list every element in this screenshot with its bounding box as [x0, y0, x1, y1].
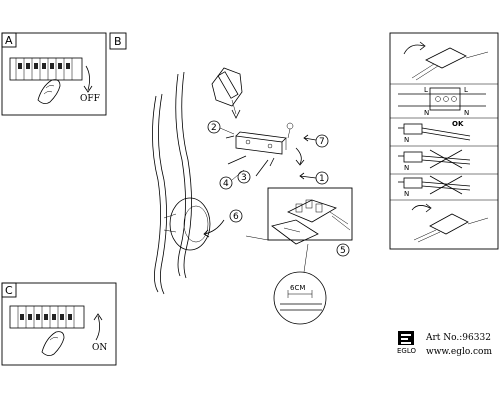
step-1-number: 1: [319, 174, 325, 184]
panel-a-switch-off: A OFF: [1, 32, 107, 116]
wrong-wiring-drawing-1: [398, 149, 471, 169]
wire-n-label-top: N: [424, 109, 429, 117]
panel-a-label: A: [5, 34, 13, 47]
step-4-number: 4: [223, 179, 229, 189]
breaker-panel-on: [9, 305, 85, 329]
arrow-down-icon: [83, 65, 93, 93]
hand-icon: [41, 331, 65, 356]
measurement-detail: [273, 243, 327, 325]
wrong-2-n-label: N: [404, 190, 409, 198]
connector-insert-drawing: [403, 41, 489, 81]
mounting-bracket-drawing: [225, 122, 305, 177]
step-2-number: 2: [211, 123, 217, 133]
website: www.eglo.com: [426, 347, 492, 357]
wire-n-label-right: N: [464, 109, 469, 117]
wiring-column: L L N N N OK N: [389, 32, 499, 250]
step-7-number: 7: [319, 137, 325, 147]
wrong-1-n-label: N: [404, 164, 409, 172]
article-number: Art No.:96332: [425, 333, 491, 343]
panel-b-assembly: B 6: [109, 32, 353, 325]
step-6-number: 6: [233, 212, 239, 222]
hand-icon: [37, 79, 61, 104]
brand-name: EGLO: [397, 347, 416, 355]
footer-brand: EGLO Art No.:96332 www.eglo.com: [397, 331, 492, 357]
wire-l-label-top: L: [424, 86, 428, 94]
wire-l-label-right: L: [464, 86, 468, 94]
cable-strip-length: 6CM: [290, 284, 305, 292]
lamp-fixture: [152, 71, 211, 295]
wall-dowel-drawing: [211, 67, 243, 119]
panel-c-label: C: [5, 284, 13, 297]
arrow-up-icon: [93, 313, 103, 341]
panel-c-switch-on: C ON: [1, 282, 117, 366]
ok-row-n-label: N: [404, 136, 409, 144]
connector-clip-drawing: [411, 203, 489, 243]
eglo-logo: [398, 331, 414, 345]
panel-b-label: B: [114, 35, 122, 48]
off-label: OFF: [80, 94, 100, 104]
step-3-number: 3: [241, 173, 247, 183]
breaker-panel: [9, 57, 83, 81]
on-label: ON: [92, 343, 107, 353]
step-6-arrow: [203, 219, 225, 238]
step-5-number: 5: [340, 246, 346, 256]
terminal-ln-drawing: [398, 87, 486, 111]
wrong-wiring-drawing-2: [398, 175, 471, 195]
correct-wiring-drawing: [398, 123, 471, 141]
ok-label: OK: [452, 120, 464, 128]
terminal-detail-box: [245, 187, 353, 245]
